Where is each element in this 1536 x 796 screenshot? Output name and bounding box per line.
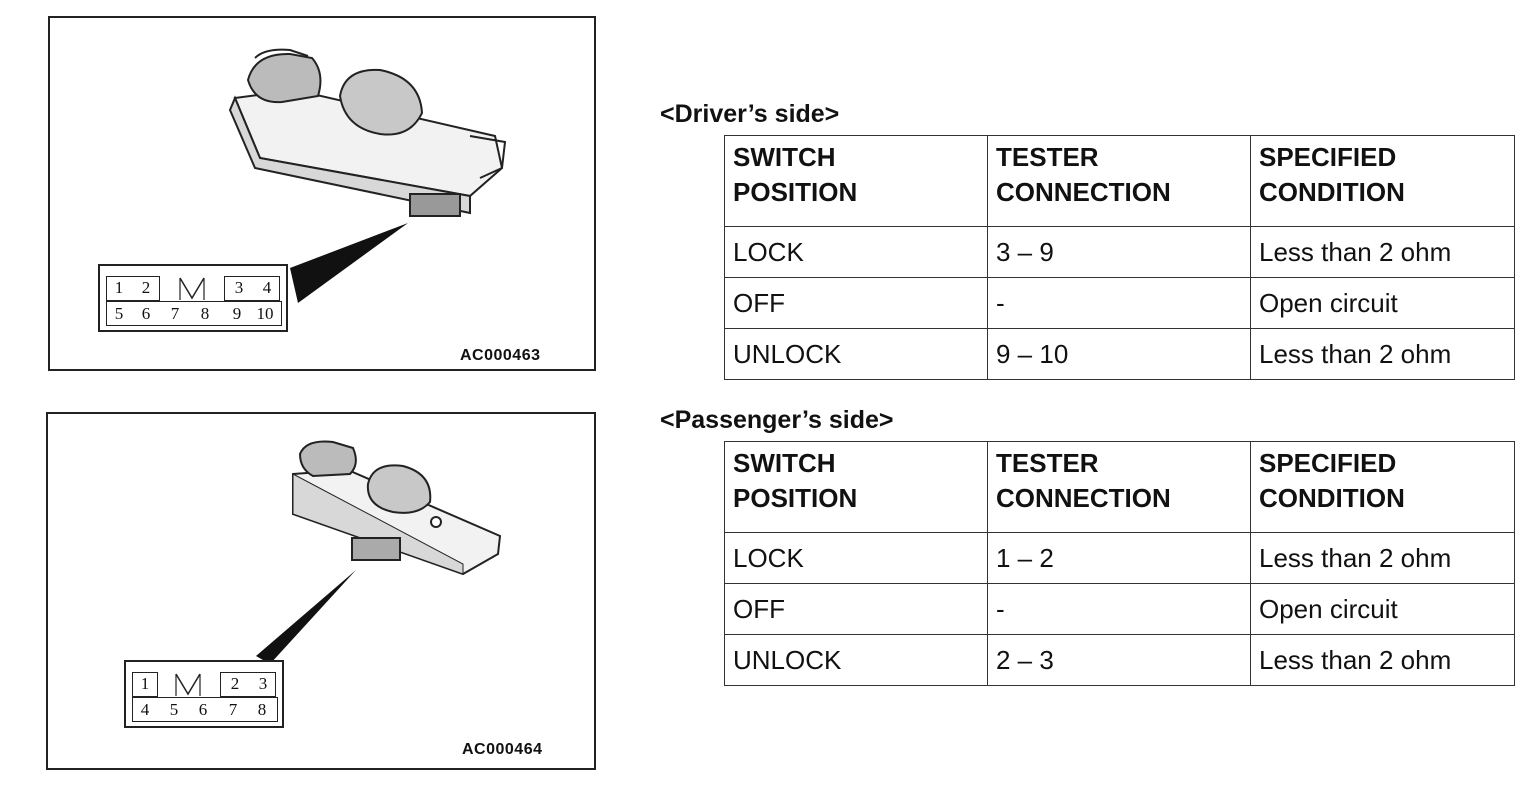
table-row: LOCK 3 – 9 Less than 2 ohm [724, 226, 1515, 278]
passenger-switch-figure: 1 2 3 4 5 6 7 8 AC000464 [46, 412, 596, 770]
connector-key-icon [179, 277, 205, 300]
driver-switch-figure: 1 2 3 4 5 6 7 8 9 10 AC000463 [48, 16, 596, 371]
table-row: OFF - Open circuit [724, 277, 1515, 329]
table-row: OFF - Open circuit [724, 583, 1515, 635]
connector-pin: 10 [256, 304, 274, 323]
passenger-side-title: <Passenger’s side> [660, 406, 894, 434]
figure-code: AC000463 [460, 347, 541, 364]
connector-key-icon [175, 673, 201, 696]
connector-pin: 1 [140, 674, 150, 693]
cell-connection: 3 – 9 [987, 226, 1251, 278]
connector-pin: 2 [230, 674, 240, 693]
connector-pin: 4 [262, 278, 272, 297]
passenger-switch-illustration [256, 440, 502, 664]
table-row: UNLOCK 2 – 3 Less than 2 ohm [724, 634, 1515, 686]
connector-pin: 8 [257, 700, 267, 719]
driver-switch-illustration [228, 48, 507, 303]
connector-pin: 5 [114, 304, 124, 323]
cell-condition: Less than 2 ohm [1250, 328, 1515, 380]
connector-pin: 8 [200, 304, 210, 323]
connector-pin: 7 [228, 700, 238, 719]
connector-pin: 6 [141, 304, 151, 323]
connector-pin: 3 [234, 278, 244, 297]
connector-pin: 9 [232, 304, 242, 323]
cell-condition: Less than 2 ohm [1250, 226, 1515, 278]
cell-position: OFF [724, 583, 988, 635]
driver-side-title: <Driver’s side> [660, 100, 840, 128]
cell-connection: - [987, 277, 1251, 329]
table-row: LOCK 1 – 2 Less than 2 ohm [724, 532, 1515, 584]
connector-pin: 6 [198, 700, 208, 719]
cell-position: LOCK [724, 226, 988, 278]
cell-connection: 2 – 3 [987, 634, 1251, 686]
connector-pin: 4 [140, 700, 150, 719]
cell-condition: Open circuit [1250, 583, 1515, 635]
cell-position: OFF [724, 277, 988, 329]
cell-position: LOCK [724, 532, 988, 584]
cell-condition: Open circuit [1250, 277, 1515, 329]
connector-pin: 3 [258, 674, 268, 693]
cell-condition: Less than 2 ohm [1250, 532, 1515, 584]
cell-condition: Less than 2 ohm [1250, 634, 1515, 686]
cell-connection: 1 – 2 [987, 532, 1251, 584]
connector-pin: 1 [114, 278, 124, 297]
connector-pin: 7 [170, 304, 180, 323]
connector-pin: 2 [141, 278, 151, 297]
connector-pin: 5 [169, 700, 179, 719]
cell-position: UNLOCK [724, 328, 988, 380]
cell-connection: 9 – 10 [987, 328, 1251, 380]
figure-code: AC000464 [462, 741, 543, 758]
cell-position: UNLOCK [724, 634, 988, 686]
passenger-connector-diagram: 1 2 3 4 5 6 7 8 [124, 660, 284, 728]
driver-connector-diagram: 1 2 3 4 5 6 7 8 9 10 [98, 264, 288, 332]
cell-connection: - [987, 583, 1251, 635]
table-row: UNLOCK 9 – 10 Less than 2 ohm [724, 328, 1515, 380]
